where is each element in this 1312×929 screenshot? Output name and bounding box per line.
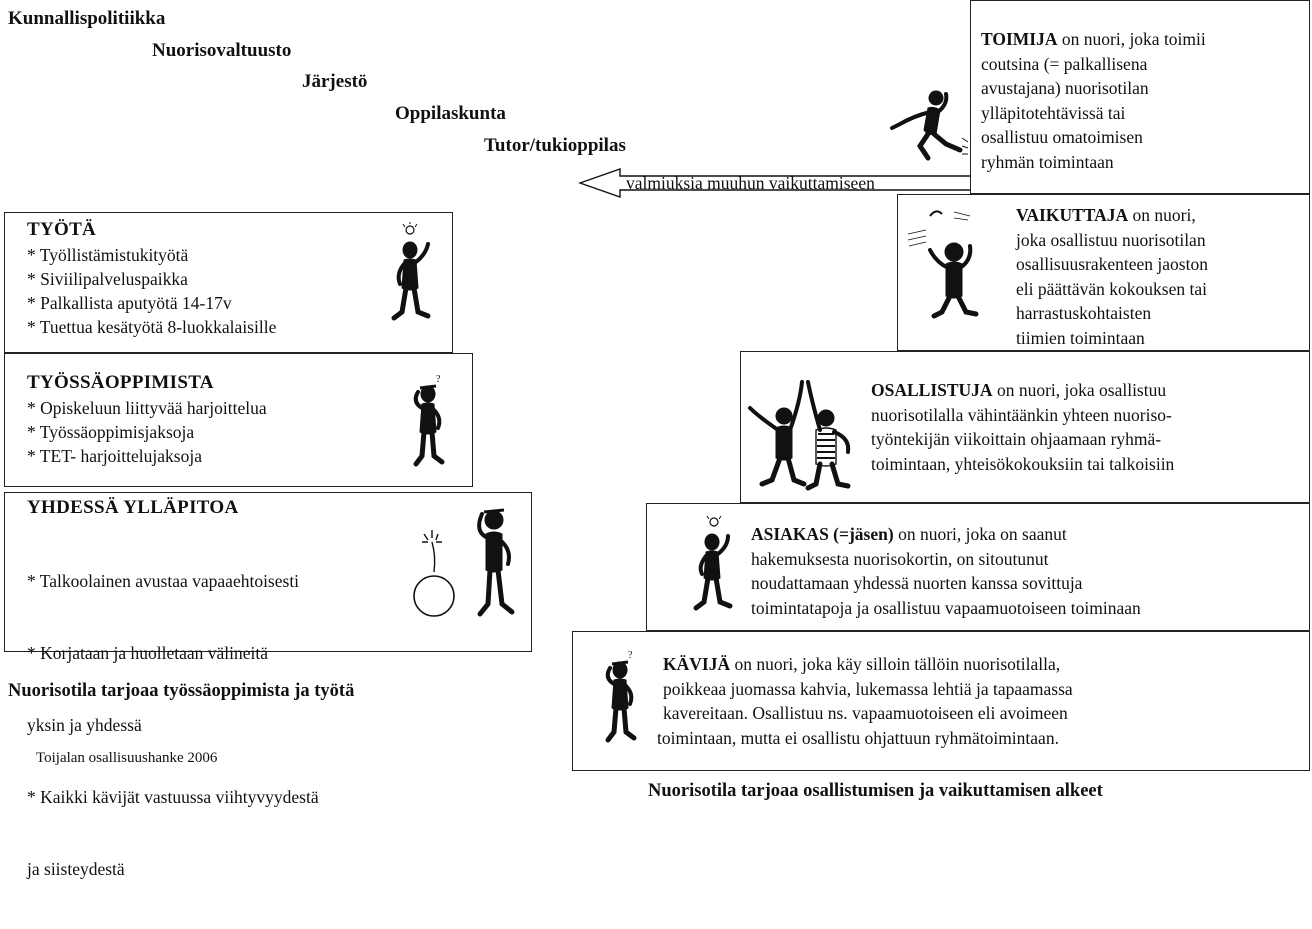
ladder-jarjesto: Järjestö (302, 71, 368, 92)
box-tyota-list: * Työllistämistukityötä * Siviilipalvelu… (27, 243, 452, 339)
box-tyossaoppimista: TYÖSSÄOPPIMISTA * Opiskeluun liittyvää h… (4, 353, 473, 487)
credit: Toijalan osallisuushanke 2006 (36, 750, 218, 766)
list-item: * Kaikki kävijät vastuussa viihtyvyydest… (27, 787, 319, 807)
text-line: coutsina (= palkallisena (981, 53, 1148, 74)
text-line: osallistuu omatoimisen (981, 127, 1143, 147)
list-item: * Opiskeluun liittyvää harjoittelua (27, 398, 267, 418)
box-tyota-title: TYÖTÄ (27, 219, 97, 240)
box-yhdessa-title: YHDESSÄ YLLÄPITOA (27, 497, 239, 518)
toimija-keyword: TOIMIJA (981, 29, 1058, 49)
box-toimija: TOIMIJA on nuori, joka toimii coutsina (… (970, 0, 1310, 194)
box-kavija: KÄVIJÄ on nuori, joka käy silloin tällöi… (572, 631, 1310, 771)
lightbulb-figure-icon (391, 222, 431, 321)
jumping-figure-icon (890, 90, 969, 161)
text-line: avustajana) nuorisotilan (981, 78, 1149, 98)
box-yhdessa-yllapitoa: YHDESSÄ YLLÄPITOA * Talkoolainen avustaa… (4, 492, 532, 879)
right-caption: Nuorisotila tarjoaa osallistumisen ja va… (648, 781, 1103, 801)
list-item: * Työllistämistukityötä (27, 245, 189, 265)
arrow-label: valmiuksia muuhun vaikuttamiseen (626, 173, 875, 193)
text-line: ylläpitotehtävissä tai (981, 102, 1126, 123)
text-line: joka osallistuu nuorisotilan (1016, 229, 1206, 250)
list-item: * TET- harjoittelujaksoja (27, 446, 202, 466)
box-tyossaoppimista-title: TYÖSSÄOPPIMISTA (27, 372, 214, 393)
scratching-head-figure-icon (477, 508, 515, 617)
vaikuttaja-keyword: VAIKUTTAJA (1016, 205, 1129, 225)
ladder-tutor: Tutor/tukioppilas (484, 135, 626, 156)
list-item: * Työssäoppimisjaksoja (27, 422, 195, 442)
ladder-kunnallispolitiikka: Kunnallispolitiikka (8, 8, 166, 29)
svg-text:?: ? (628, 650, 633, 661)
list-item: yksin ja yhdessä (27, 715, 142, 735)
list-item: ja siisteydestä (27, 859, 125, 879)
ladder-oppilaskunta: Oppilaskunta (395, 103, 506, 124)
list-item: * Talkoolainen avustaa vapaaehtoisesti (27, 571, 300, 591)
thinking-figure-icon: ? (413, 374, 445, 467)
lightbulb-figure-icon (693, 515, 733, 611)
text-line: on nuori, joka on saanut (893, 524, 1067, 544)
text-line: toimintaan, mutta ei osallistu ohjattuun… (657, 727, 1059, 748)
osallistuja-keyword: OSALLISTUJA (871, 380, 993, 400)
text-line: ryhmän toimintaan (981, 151, 1114, 172)
text-line: on nuori, (1128, 205, 1196, 225)
high-five-figures-icon (748, 380, 851, 491)
thinking-figure-icon: ? (605, 650, 637, 743)
text-line: tiimien toimintaan (1016, 327, 1145, 348)
ladder-nuorisovaltuusto: Nuorisovaltuusto (152, 40, 292, 61)
list-item: * Korjataan ja huolletaan välineitä (27, 643, 269, 663)
text-line: on nuori, joka osallistuu (992, 380, 1167, 400)
svg-text:?: ? (436, 374, 441, 385)
list-item: * Palkallista aputyötä 14-17v (27, 293, 232, 313)
asiakas-keyword: ASIAKAS (=jäsen) (751, 524, 894, 544)
text-line: osallisuusrakenteen jaoston (1016, 254, 1208, 274)
box-tyota: TYÖTÄ * Työllistämistukityötä * Siviilip… (4, 212, 453, 353)
text-line: eli päättävän kokouksen tai (1016, 278, 1207, 299)
kavija-keyword: KÄVIJÄ (663, 654, 731, 674)
bomb-icon (413, 530, 455, 617)
text-line: nuorisotilalla vähintäänkin yhteen nuori… (871, 404, 1172, 425)
box-asiakas: ASIAKAS (=jäsen) on nuori, joka on saanu… (646, 503, 1310, 631)
text-line: harrastuskohtaisten (1016, 303, 1152, 323)
box-vaikuttaja: VAIKUTTAJA on nuori, joka osallistuu nuo… (897, 194, 1310, 351)
text-line: kavereitaan. Osallistuu ns. vapaamuotois… (663, 703, 1068, 723)
list-item: * Siviilipalveluspaikka (27, 269, 188, 289)
text-line: on nuori, joka toimii (1057, 29, 1206, 49)
juggling-figure-icon (907, 210, 979, 319)
text-line: työntekijän viikoittain ohjaamaan ryhmä- (871, 429, 1162, 449)
list-item: * Tuettua kesätyötä 8-luokkalaisille (27, 317, 277, 337)
text-line: on nuori, joka käy silloin tällöin nuori… (730, 654, 1061, 674)
box-tyossaoppimista-list: * Opiskeluun liittyvää harjoittelua * Ty… (27, 396, 472, 468)
text-line: noudattamaan yhdessä nuorten kanssa sovi… (751, 573, 1083, 593)
text-line: hakemuksesta nuorisokortin, on sitoutunu… (751, 548, 1049, 569)
text-line: poikkeaa juomassa kahvia, lukemassa leht… (663, 678, 1073, 699)
text-line: toimintatapoja ja osallistuu vapaamuotoi… (751, 597, 1141, 618)
left-caption: Nuorisotila tarjoaa työssäoppimista ja t… (8, 681, 355, 701)
text-line: toimintaan, yhteisökokouksiin tai talkoi… (871, 453, 1175, 474)
